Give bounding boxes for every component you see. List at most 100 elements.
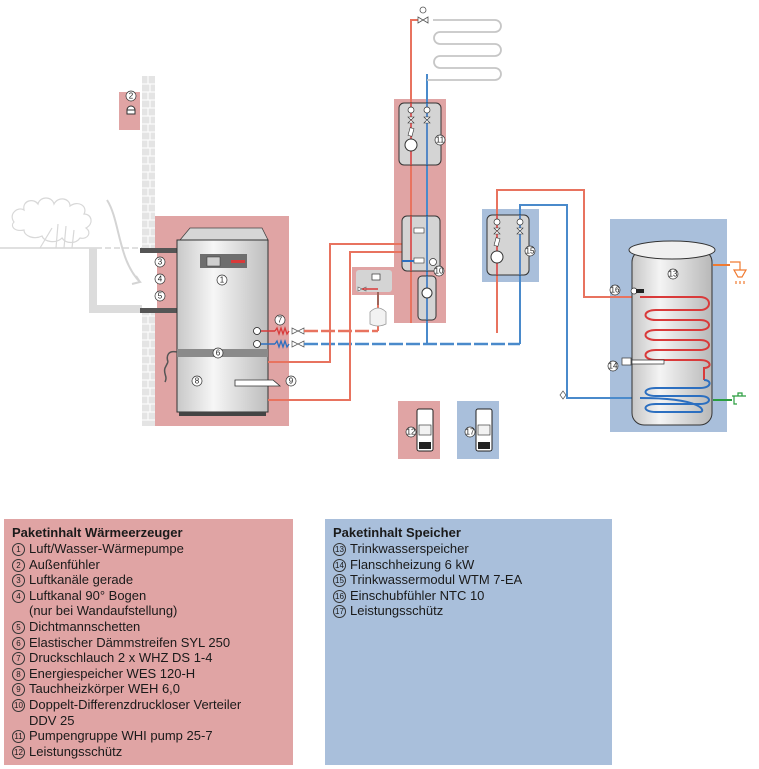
legend-number: 8 <box>12 667 25 681</box>
legend-number-badge: 16 <box>333 588 350 604</box>
tap-icon <box>732 392 746 405</box>
legend-number-badge: 7 <box>12 650 29 666</box>
legend-number: 5 <box>12 620 25 634</box>
legend-item: 14 Flanschheizung 6 kW <box>333 557 606 573</box>
tree-outline <box>11 197 92 249</box>
legend-item: 10 Doppelt-Differenzdruckloser Verteiler <box>12 697 287 713</box>
marker-17: 17 <box>464 426 476 438</box>
marker-13: 13 <box>667 268 679 280</box>
legend-number-badge: 5 <box>12 619 29 635</box>
svg-text:5: 5 <box>158 292 163 301</box>
brand-logo <box>231 260 245 263</box>
air-flow-arrow <box>106 199 142 285</box>
legend-number-badge: 15 <box>333 572 350 588</box>
legend-number: 11 <box>12 730 25 744</box>
legend-number: 15 <box>333 574 346 588</box>
legend-number-badge: 13 <box>333 541 350 557</box>
legend-number-badge: 4 <box>12 588 29 604</box>
legend-item-continuation: (nur bei Wandaufstellung) <box>29 603 178 619</box>
legend-label: Trinkwasserspeicher <box>350 541 469 556</box>
svg-text:15: 15 <box>526 247 535 256</box>
double-distributor <box>401 215 441 321</box>
marker-15: 15 <box>524 245 536 257</box>
legend-number-badge: 2 <box>12 557 29 573</box>
legend-item: 15 Trinkwassermodul WTM 7-EA <box>333 572 606 588</box>
legend-number: 2 <box>12 558 25 572</box>
legend-label: Trinkwassermodul WTM 7-EA <box>350 572 523 588</box>
marker-2: 2 <box>125 90 137 102</box>
svg-text:3: 3 <box>158 258 163 267</box>
legend-number-badge: 10 <box>12 697 29 713</box>
immersion-heater <box>234 379 282 387</box>
legend-item: 12 Leistungsschütz <box>12 744 287 760</box>
legend-number: 13 <box>333 543 346 556</box>
duct-bottom <box>140 308 178 313</box>
legend-item: 1 Luft/Wasser-Wärmepumpe <box>12 541 287 557</box>
svg-text:1: 1 <box>220 276 225 285</box>
legend-item: 16 Einschubfühler NTC 10 <box>333 588 606 604</box>
pipe-storage-lower <box>268 251 412 401</box>
svg-text:7: 7 <box>278 316 283 325</box>
legend-number: 1 <box>12 543 25 556</box>
legend-item-continuation: DDV 25 <box>29 712 75 728</box>
dhw-module <box>486 214 530 276</box>
duct-top <box>140 248 178 253</box>
legend-number-badge: 14 <box>333 557 350 573</box>
svg-text:4: 4 <box>158 275 163 284</box>
expansion-group <box>356 270 392 327</box>
marker-5: 5 <box>154 290 166 302</box>
legend-number: 7 <box>12 652 25 666</box>
svg-text:10: 10 <box>435 267 444 276</box>
legend-number: 10 <box>12 698 25 712</box>
legend-label: Luftkanäle gerade <box>29 572 134 588</box>
condensate-drain <box>163 350 178 383</box>
legend-number: 6 <box>12 636 25 650</box>
svg-text:14: 14 <box>609 362 618 371</box>
legend-label: Einschubfühler NTC 10 <box>350 587 485 603</box>
drain-valve-icon <box>559 390 567 400</box>
legend-number-badge: 9 <box>12 681 29 697</box>
floor-heating-coil <box>427 19 502 81</box>
contactor-12 <box>416 408 434 452</box>
legend-item: 2 Außenfühler <box>12 557 287 573</box>
mixing-valve-icon <box>417 6 429 24</box>
hose-return <box>274 338 290 350</box>
svg-text:17: 17 <box>466 428 475 437</box>
contactor-17 <box>475 408 493 452</box>
legend-label: Tauchheizkörper WEH 6,0 <box>29 681 181 697</box>
legend-label: Flanschheizung 6 kW <box>350 556 475 572</box>
heating-coil-lower <box>639 379 711 413</box>
legend-label: Doppelt-Differenzdruckloser Verteiler <box>29 696 242 712</box>
pipe-network <box>268 19 640 401</box>
legend-item: 13 Trinkwasserspeicher <box>333 541 606 557</box>
legend-label: Elastischer Dämmstreifen SYL 250 <box>29 634 231 650</box>
svg-text:9: 9 <box>289 377 294 386</box>
legend-label: Leistungsschütz <box>350 603 444 619</box>
legend-label: Luft/Wasser-Wärmepumpe <box>29 541 184 556</box>
legend-label: Außenfühler <box>29 556 100 572</box>
svg-text:13: 13 <box>669 270 678 279</box>
pipe-storage-upper <box>268 243 412 363</box>
legend-label: Luftkanal 90° Bogen <box>29 587 147 603</box>
legend-number: 12 <box>12 745 25 759</box>
marker-3: 3 <box>154 256 166 268</box>
legend-number: 4 <box>12 589 25 603</box>
legend-number: 14 <box>333 558 346 572</box>
marker-8: 8 <box>191 375 203 387</box>
legend-number: 16 <box>333 589 346 603</box>
svg-text:12: 12 <box>407 428 416 437</box>
outdoor-sensor <box>126 105 136 115</box>
marker-7: 7 <box>274 314 286 326</box>
legend-label: Druckschlauch 2 x WHZ DS 1-4 <box>29 650 213 666</box>
hose-flow <box>274 325 290 337</box>
marker-12: 12 <box>405 426 417 438</box>
pump-group <box>398 102 442 166</box>
display <box>206 256 221 267</box>
legend-label: Leistungsschütz <box>29 743 123 759</box>
